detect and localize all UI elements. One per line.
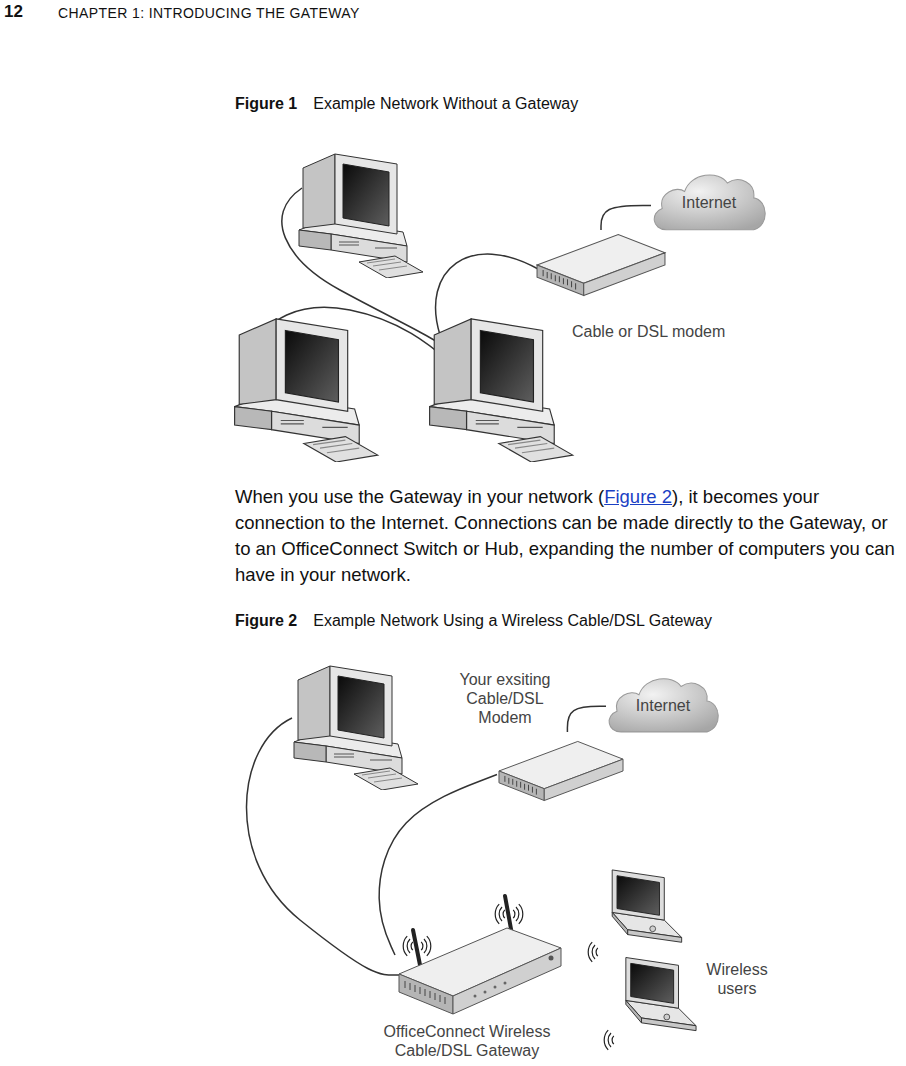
modem-device [499, 741, 623, 800]
laptop [612, 870, 681, 942]
text-block: When you use the Gateway in your network… [235, 484, 901, 588]
body-text: When you use the Gateway in your network… [235, 486, 604, 507]
cable-dsl-modem: Cable or DSL modem [535, 230, 667, 298]
wireless-gateway: OfficeConnect Wireless Cable/DSL Gateway [395, 878, 565, 1018]
wireless-waves [403, 936, 413, 956]
laptop [626, 958, 696, 1031]
figure-number: Figure 2 [235, 612, 297, 629]
network-cable [567, 706, 606, 732]
gateway-device [399, 896, 561, 1014]
running-header: CHAPTER 1: INTRODUCING THE GATEWAY [58, 5, 360, 21]
cross-reference-link: Figure 2 [604, 486, 672, 507]
internet-cloud: Internet [648, 166, 770, 234]
wireless-waves [495, 904, 505, 924]
modem-art [535, 230, 667, 298]
wireless-users: Wireless users [606, 865, 772, 1053]
cloud-label: Internet [603, 696, 723, 715]
cloud-shape [609, 679, 718, 732]
device-label: Cable or DSL modem [572, 322, 725, 341]
modem-device [537, 235, 665, 296]
text-block: Figure 2 Example Network Using a Wireless… [235, 612, 712, 630]
device-label: Wireless users [702, 960, 772, 998]
internet-cloud: Internet [603, 670, 723, 736]
desktop-computer [430, 319, 573, 462]
wireless-waves [588, 942, 598, 962]
figure-title: Example Network Without a Gateway [313, 95, 578, 112]
cable-dsl-modem: Your exsiting Cable/DSL Modem [497, 732, 625, 808]
text-block: 12 [4, 2, 23, 22]
network-cable [601, 205, 651, 230]
text-block: Figure 1 Example Network Without a Gatewa… [235, 95, 578, 113]
gateway-art [395, 878, 565, 1018]
desktop-computer [235, 319, 378, 462]
desktop-computer [294, 666, 418, 790]
figure-number: Figure 1 [235, 95, 297, 112]
network-cable [379, 775, 497, 955]
wireless-waves [513, 904, 523, 924]
figure-title: Example Network Using a Wireless Cable/D… [313, 612, 712, 629]
users-art [606, 865, 772, 1053]
wireless-waves [421, 936, 431, 956]
desktop-computer [299, 154, 423, 278]
wireless-waves [604, 1030, 614, 1050]
text-block: CHAPTER 1: INTRODUCING THE GATEWAY [58, 4, 360, 22]
page-number: 12 [4, 2, 23, 21]
modem-art [497, 732, 625, 808]
cloud-shape [654, 175, 765, 230]
cloud-label: Internet [648, 193, 770, 212]
device-label: OfficeConnect Wireless Cable/DSL Gateway [367, 1022, 567, 1060]
device-label: Your exsiting Cable/DSL Modem [453, 670, 557, 727]
